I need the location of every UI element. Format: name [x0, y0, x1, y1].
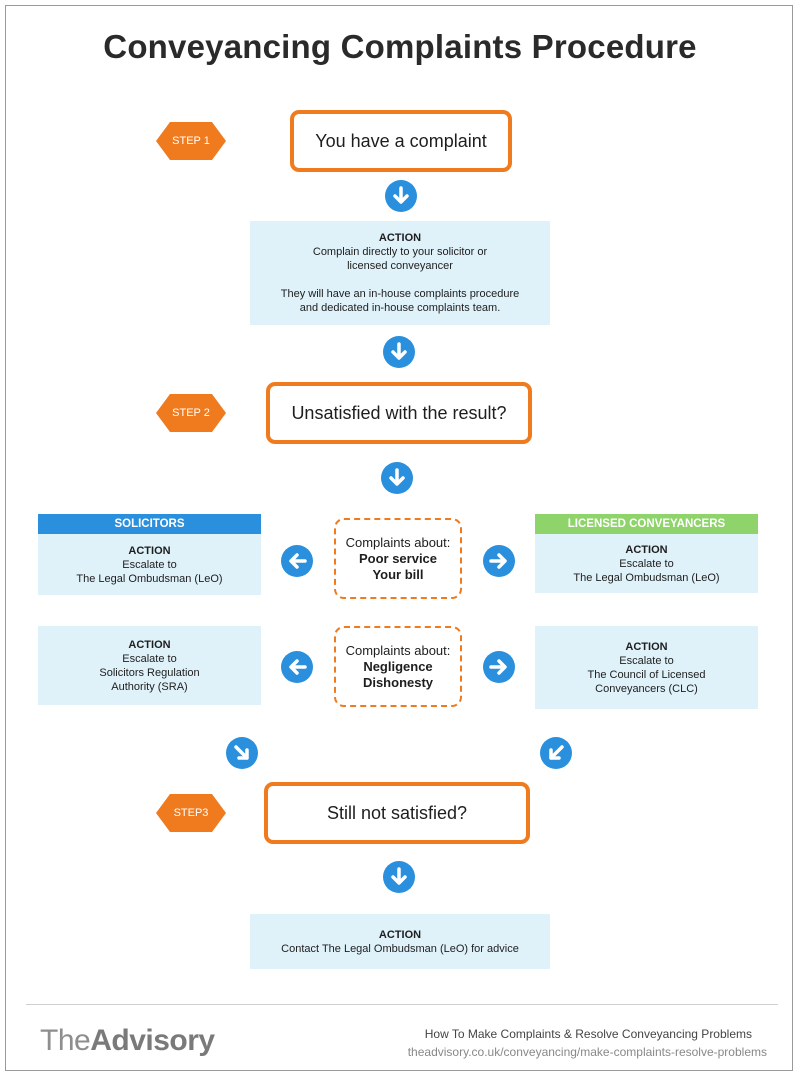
action-line: and dedicated in-house complaints team.: [299, 302, 501, 314]
conveyancers-action-leo: ACTION Escalate to The Legal Ombudsman (…: [535, 534, 758, 593]
step-3-label: STEP3: [173, 807, 209, 819]
action-line: The Council of Licensed: [587, 668, 706, 681]
footer-caption: How To Make Complaints & Resolve Conveya…: [424, 1027, 752, 1041]
action-box-complain-directly: ACTION Complain directly to your solicit…: [250, 221, 550, 325]
footer-url: theadvisory.co.uk/conveyancing/make-comp…: [407, 1045, 767, 1059]
conveyancers-header: LICENSED CONVEYANCERS: [535, 514, 758, 534]
complaints-service-bill-box: Complaints about: Poor service Your bill: [334, 518, 462, 599]
action-head: ACTION: [128, 544, 171, 557]
logo-light: The: [40, 1024, 91, 1057]
step-1-label: STEP 1: [172, 135, 210, 147]
arrow-down-icon: [381, 462, 413, 494]
step-1-box: You have a complaint: [290, 110, 512, 172]
step-1-diamond: [156, 122, 226, 160]
action-line: Solicitors Regulation: [99, 666, 200, 679]
complaint-item: Negligence: [363, 658, 433, 674]
step-2-diamond: [156, 394, 226, 432]
arrow-right-icon: [483, 651, 515, 683]
arrow-down-right-icon: [226, 737, 258, 769]
action-line: Authority (SRA): [111, 680, 188, 693]
arrow-down-left-icon: [540, 737, 572, 769]
step-3-box: Still not satisfied?: [264, 782, 530, 844]
solicitors-action-leo: ACTION Escalate to The Legal Ombudsman (…: [38, 534, 261, 595]
action-line: They will have an in-house complaints pr…: [280, 288, 520, 300]
arrow-down-icon: [383, 861, 415, 893]
logo-bold: Advisory: [90, 1024, 215, 1057]
action-line: Escalate to: [122, 558, 177, 571]
action-head: ACTION: [625, 640, 668, 653]
solicitors-header: SOLICITORS: [38, 514, 261, 534]
action-line: Escalate to: [122, 652, 177, 665]
action-head: ACTION: [378, 232, 422, 244]
action-line: Complain directly to your solicitor or: [312, 246, 488, 258]
infographic-frame: [5, 5, 793, 1071]
complaints-negligence-dishonesty-box: Complaints about: Negligence Dishonesty: [334, 626, 462, 707]
action-line: The Legal Ombudsman (LeO): [573, 571, 720, 584]
action-line: Escalate to: [619, 557, 674, 570]
page-title: Conveyancing Complaints Procedure: [103, 28, 697, 65]
step-3-diamond: [156, 794, 226, 832]
conveyancers-action-clc: ACTION Escalate to The Council of Licens…: [535, 626, 758, 709]
arrow-right-icon: [483, 545, 515, 577]
action-head: ACTION: [128, 638, 171, 651]
complaint-item: Poor service: [358, 550, 438, 566]
solicitors-action-sra: ACTION Escalate to Solicitors Regulation…: [38, 626, 261, 705]
arrow-left-icon: [281, 651, 313, 683]
theadvisory-logo: TheAdvisory: [40, 1024, 215, 1058]
action-head: ACTION: [625, 543, 668, 556]
complaint-item: Your bill: [372, 566, 424, 582]
action-line: The Legal Ombudsman (LeO): [76, 572, 223, 585]
action-line: Contact The Legal Ombudsman (LeO) for ad…: [281, 942, 519, 955]
step-2-label: STEP 2: [172, 407, 210, 419]
complaints-label: Complaints about:: [345, 642, 451, 658]
action-line: licensed conveyancer: [347, 260, 453, 272]
final-action-box: ACTION Contact The Legal Ombudsman (LeO)…: [250, 914, 550, 969]
complaint-item: Dishonesty: [362, 674, 434, 690]
arrow-down-icon: [385, 180, 417, 212]
action-line: Escalate to: [619, 654, 674, 667]
action-head: ACTION: [378, 928, 422, 941]
complaints-label: Complaints about:: [345, 534, 451, 550]
step-2-box: Unsatisfied with the result?: [266, 382, 532, 444]
footer-divider: [26, 1004, 778, 1005]
arrow-left-icon: [281, 545, 313, 577]
action-line: Conveyancers (CLC): [595, 682, 698, 695]
arrow-down-icon: [383, 336, 415, 368]
